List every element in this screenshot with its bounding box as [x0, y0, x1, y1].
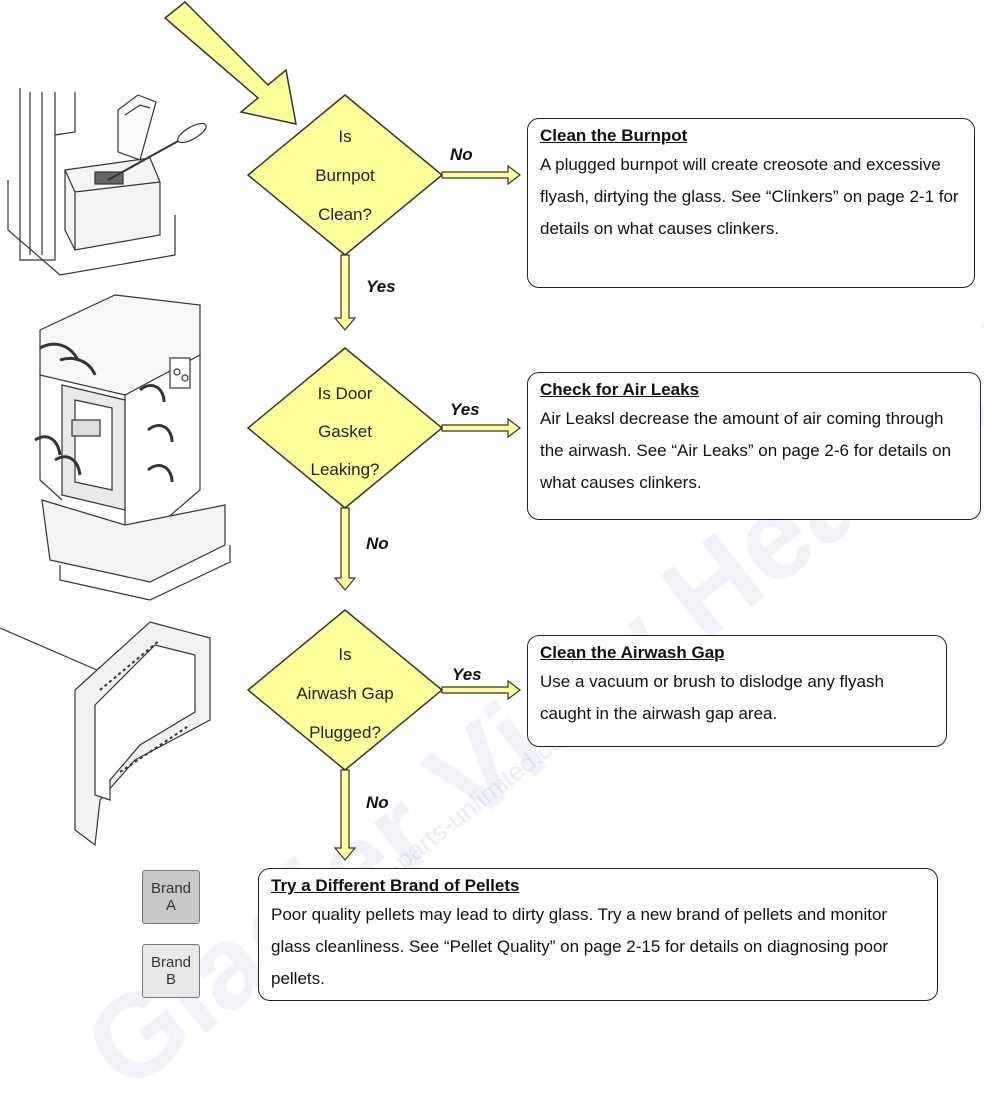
arrow-airwash-yes [441, 679, 521, 701]
svg-text:Clean?: Clean? [318, 205, 372, 224]
action-body: Air Leaksl decrease the amount of air co… [540, 409, 952, 492]
label-gasket-yes: Yes [450, 400, 480, 419]
entry-arrow [163, 0, 297, 125]
action-body: Poor quality pellets may lead to dirty g… [271, 905, 889, 988]
arrow-gasket-yes [441, 417, 521, 439]
pellet-bag-brand-a: Brand A [142, 870, 200, 924]
arrow-burnpot-yes [333, 254, 357, 331]
door-illustration [0, 621, 211, 847]
action-body: A plugged burnpot will create creosote a… [540, 155, 959, 238]
label-airwash-no: No [366, 793, 389, 812]
label-burnpot-yes: Yes [366, 277, 396, 296]
stove-illustration [34, 294, 231, 601]
decision-door-gasket: Is Door Gasket Leaking? [246, 347, 444, 509]
svg-text:Gasket: Gasket [318, 422, 372, 441]
decision-airwash-gap: Is Airwash Gap Plugged? [246, 609, 444, 771]
svg-text:Leaking?: Leaking? [310, 460, 379, 479]
pellet-bag-brand-b: Brand B [142, 944, 200, 998]
svg-text:Is: Is [338, 645, 351, 664]
arrow-burnpot-no [441, 164, 521, 186]
action-title: Clean the Airwash Gap [540, 643, 725, 662]
action-title: Clean the Burnpot [540, 126, 688, 145]
svg-text:Plugged?: Plugged? [309, 723, 381, 742]
action-check-air-leaks: Check for Air Leaks Air Leaksl decrease … [527, 372, 981, 520]
label-gasket-no: No [366, 534, 389, 553]
label-airwash-yes: Yes [452, 665, 482, 684]
svg-text:Is Door: Is Door [318, 384, 373, 403]
action-clean-airwash-gap: Clean the Airwash Gap Use a vacuum or br… [527, 635, 947, 747]
action-body: Use a vacuum or brush to dislodge any fl… [540, 672, 884, 723]
action-try-different-pellets: Try a Different Brand of Pellets Poor qu… [258, 868, 938, 1001]
action-clean-burnpot: Clean the Burnpot A plugged burnpot will… [527, 118, 975, 288]
action-title: Try a Different Brand of Pellets [271, 876, 520, 895]
arrow-airwash-no [333, 769, 357, 861]
burnpot-illustration [7, 88, 207, 276]
label-burnpot-no: No [450, 145, 473, 164]
action-title: Check for Air Leaks [540, 380, 700, 399]
svg-text:Airwash Gap: Airwash Gap [296, 684, 393, 703]
flowchart: Is Burnpot Clean? Is Door Gasket Leaking… [0, 0, 521, 861]
svg-text:Burnpot: Burnpot [315, 166, 375, 185]
decision-burnpot: Is Burnpot Clean? [246, 94, 444, 256]
svg-text:Is: Is [338, 127, 351, 146]
arrow-gasket-no [333, 507, 357, 591]
